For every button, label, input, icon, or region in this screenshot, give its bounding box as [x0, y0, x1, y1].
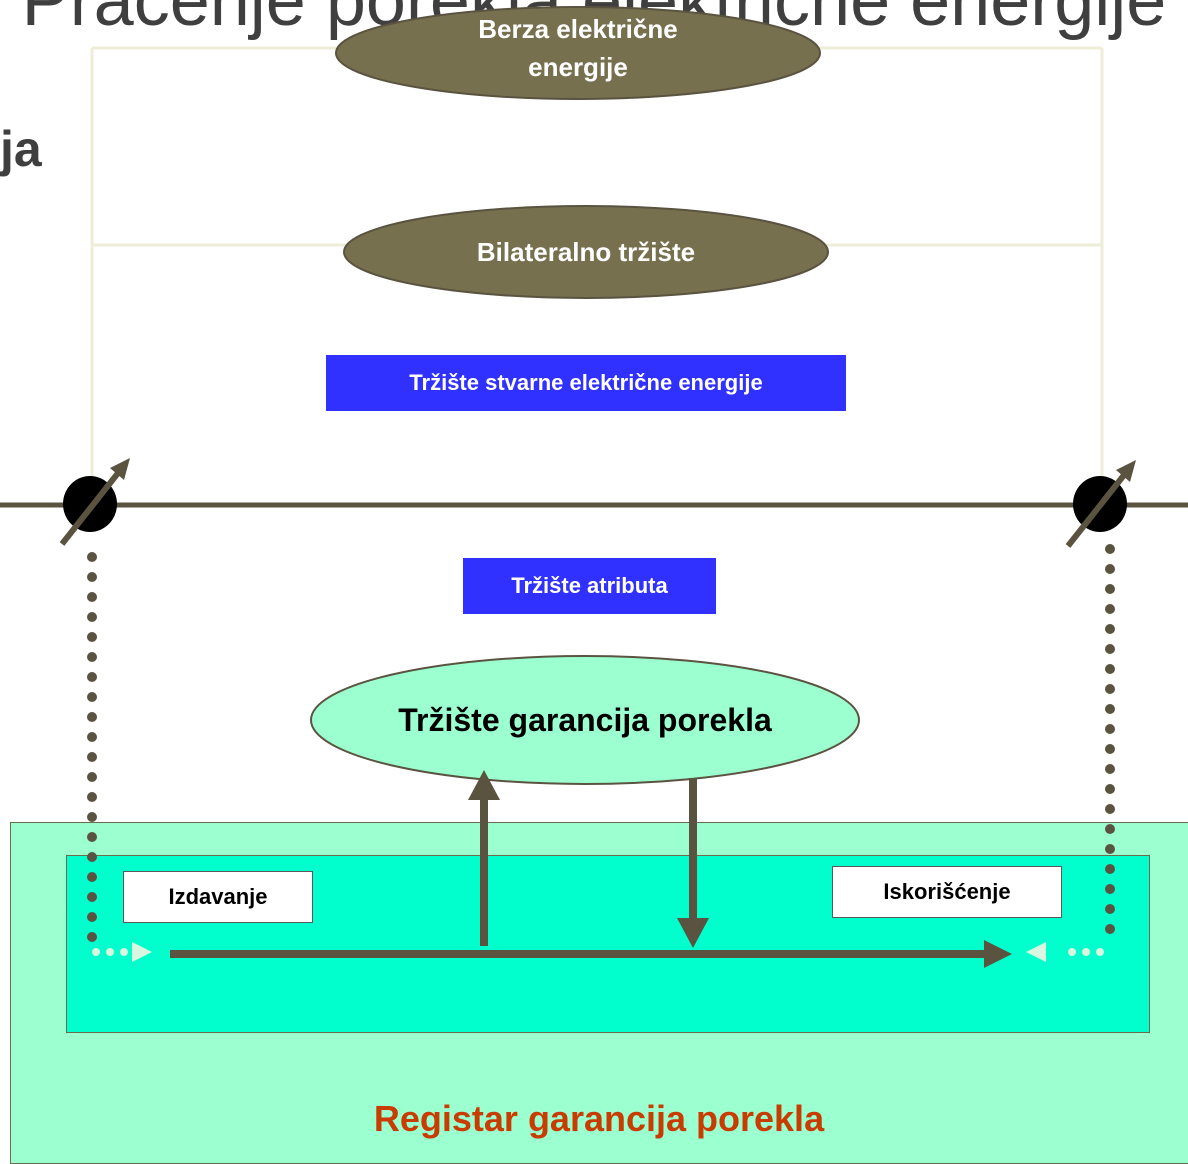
- exchange-ellipse: Berza električne energije: [335, 6, 821, 100]
- bilateral-label: Bilateralno tržište: [477, 237, 695, 267]
- cancellation-box: Iskorišćenje: [832, 866, 1062, 918]
- left-meter-icon: [59, 458, 130, 546]
- left-dotted-connector: [87, 552, 97, 942]
- bilateral-ellipse: Bilateralno tržište: [343, 205, 829, 299]
- physical-market-box: Tržište stvarne električne energije: [326, 355, 846, 411]
- exchange-label-line1: Berza električne: [478, 14, 677, 44]
- right-dotted-connector: [1105, 544, 1115, 934]
- side-title-fragment: ja: [0, 121, 42, 177]
- go-market-ellipse: Tržište garancija porekla: [310, 655, 860, 785]
- right-meter-icon: [1065, 460, 1136, 548]
- issuance-box: Izdavanje: [123, 871, 313, 923]
- attribute-market-box: Tržište atributa: [463, 558, 716, 614]
- register-label: Registar garancija porekla: [373, 1098, 825, 1139]
- go-market-label: Tržište garancija porekla: [398, 702, 772, 738]
- left-dotted-to-flow: [92, 942, 152, 962]
- right-dotted-to-flow: [1026, 942, 1104, 962]
- exchange-label-line2: energije: [528, 52, 628, 82]
